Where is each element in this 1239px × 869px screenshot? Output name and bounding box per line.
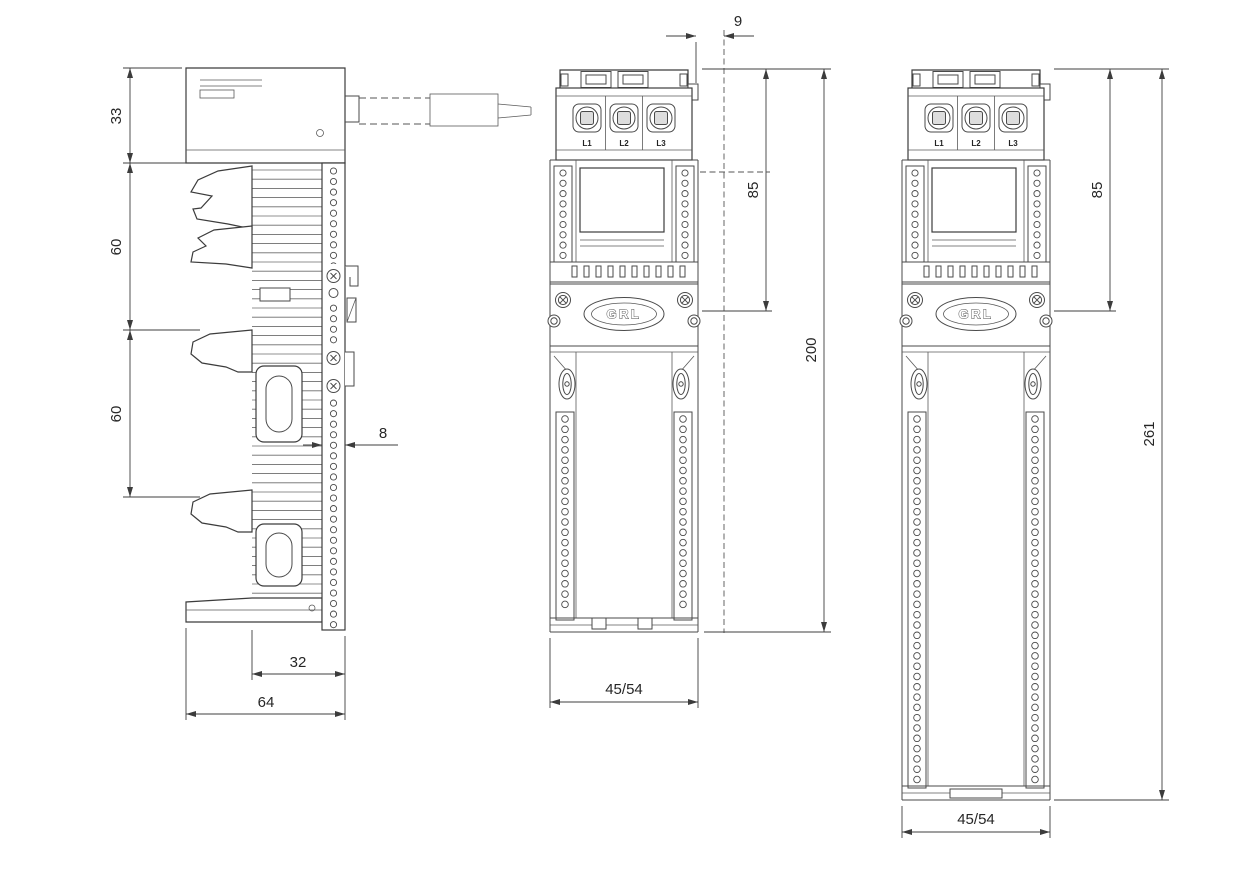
dim-32: 32 [251,630,346,720]
dim-85-200: 85 [702,68,831,312]
strip-screw [326,351,341,365]
dim-85-label-200: 85 [745,182,762,199]
dim-width-label-261: 45/54 [957,811,995,828]
dim-width-label-200: 45/54 [605,681,643,698]
bottom-clip [591,617,607,630]
dim-33: 33 [108,67,198,164]
dim-8-label: 8 [379,425,387,442]
cable [345,93,532,127]
side-view: 33 60 60 8 32 64 [108,67,532,720]
dim-60-lower-label: 60 [108,406,125,423]
perforated-strip [907,411,927,789]
bottom-notch [949,788,1003,799]
mounting-foot [190,329,253,373]
perforated-strip [673,411,693,621]
din-rail-hook [345,265,359,287]
dim-60-lower: 60 [108,330,200,498]
strip-screw [326,379,341,393]
mounting-foot [190,489,253,533]
dim-32-label: 32 [290,654,307,671]
din-rail-claw [190,225,253,269]
dim-85-261: 85 [1054,68,1169,312]
front-view-261: 85 261 45/54 [900,68,1169,838]
dim-85-label-261: 85 [1089,182,1106,199]
bottom-clip [637,617,653,630]
slotted-block [255,523,303,587]
din-rail-claw [190,165,253,230]
slotted-block [255,365,303,443]
dim-60-upper: 60 [108,163,200,331]
dim-64-label: 64 [258,694,275,711]
dim-261: 261 [1054,69,1169,801]
dim-261-label: 261 [1141,421,1158,446]
dim-8: 8 [303,425,398,448]
dim-200: 200 [704,69,831,633]
dim-9: 9 [666,13,770,633]
dim-60-upper-label: 60 [108,239,125,256]
perforated-strip [1025,411,1045,789]
rail-bracket [345,351,355,387]
front-view-200: 9 85 200 45/54 [548,13,831,708]
dim-200-label: 200 [803,337,820,362]
strip-screw [326,269,341,283]
dim-width-200: 45/54 [549,638,699,708]
perforated-strip [555,411,575,621]
dim-9-label: 9 [734,13,742,30]
dim-width-261: 45/54 [901,806,1051,838]
dim-64: 64 [185,628,345,720]
dim-33-label: 33 [108,108,125,125]
